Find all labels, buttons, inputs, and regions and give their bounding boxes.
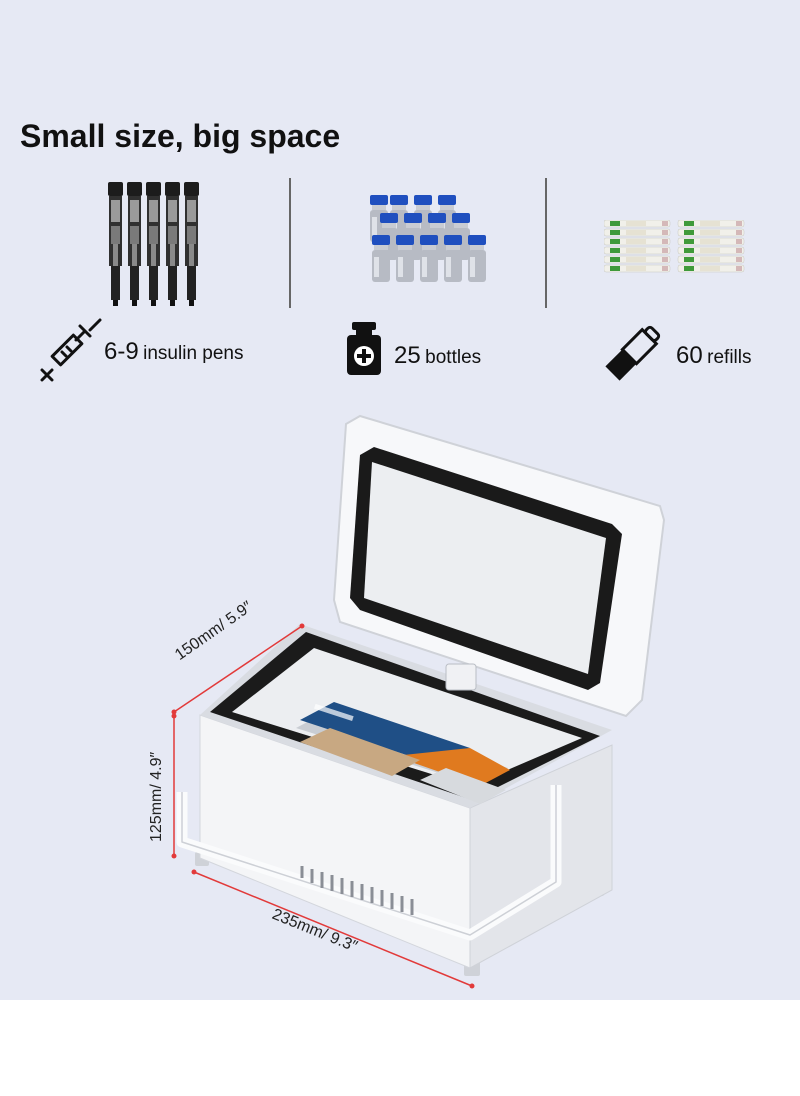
feature-refills: 60 refills [676,342,752,370]
vials-image [370,195,486,282]
dimension-height-label: 125mm/ 4.9″ [148,751,165,842]
column-divider [545,178,547,308]
headline: Small size, big space [20,118,341,154]
bottles-unit: bottles [425,347,482,368]
refills-unit: refills [707,347,752,368]
refills-image [604,220,745,273]
insulin-pens-image [108,182,199,306]
syringe-icon [40,318,102,382]
refills-count: 60 [676,342,703,369]
bottle-icon [347,322,381,375]
feature-bottles: 25 bottles [394,342,481,370]
pens-count: 6-9 [104,338,139,365]
refill-icon [605,325,661,381]
bottles-count: 25 [394,342,421,369]
pens-unit: insulin pens [143,343,244,364]
feature-pens: 6-9 insulin pens [104,338,243,366]
column-divider [289,178,291,308]
